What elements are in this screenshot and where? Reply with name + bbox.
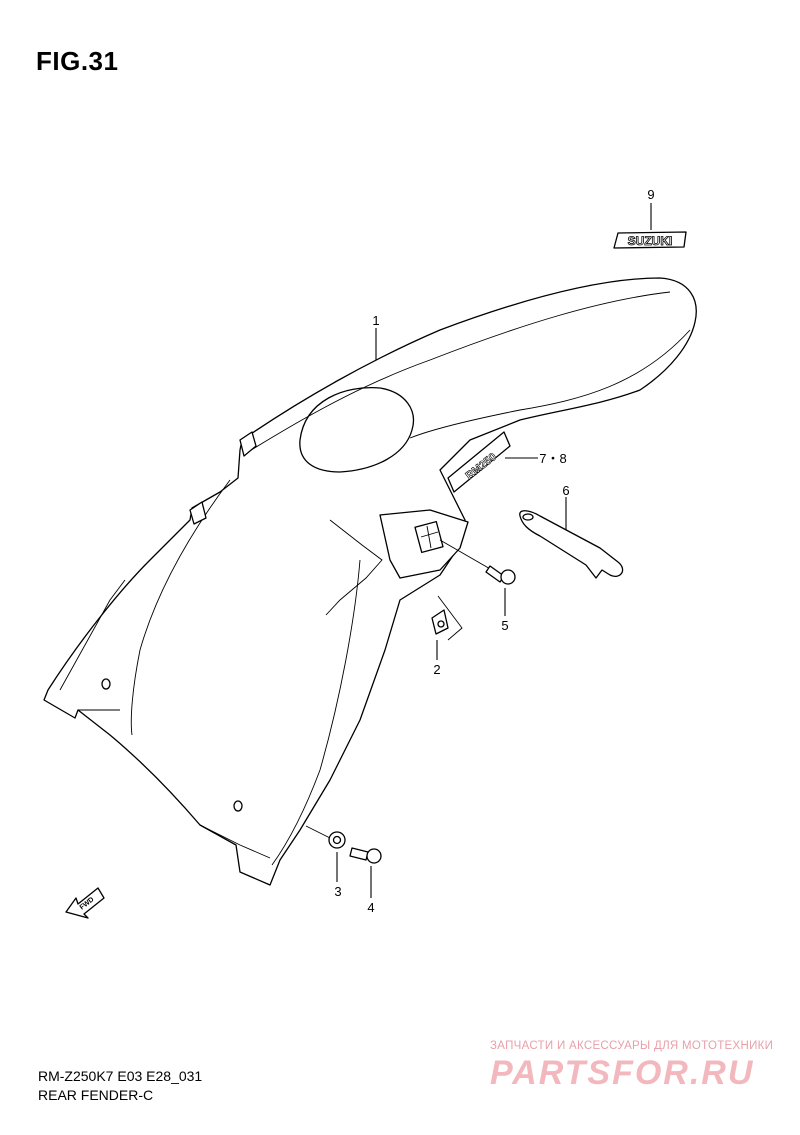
part-group-name: REAR FENDER-C — [38, 1087, 154, 1103]
mounting-strap — [519, 497, 624, 579]
bolt-5 — [439, 539, 516, 616]
model-code: RM-Z250K7 E03 E28_031 — [38, 1068, 203, 1084]
callout-2: 2 — [433, 662, 440, 677]
watermark-tagline: ЗАПЧАСТИ И АКСЕССУАРЫ ДЛЯ МОТОТЕХНИКИ — [490, 1040, 774, 1052]
emblem-text: SUZUKI — [628, 234, 673, 248]
callout-1: 1 — [372, 313, 379, 328]
suzuki-emblem: SUZUKI — [613, 203, 687, 249]
bolt-4 — [349, 847, 382, 898]
callout-6: 6 — [562, 483, 569, 498]
callout-7-8: 7・8 — [539, 451, 566, 466]
callout-3: 3 — [334, 884, 341, 899]
rear-fender — [43, 277, 697, 886]
clip-nut — [431, 595, 463, 660]
callout-9: 9 — [647, 187, 654, 202]
callout-4: 4 — [367, 900, 374, 915]
callout-5: 5 — [501, 618, 508, 633]
watermark-brand: PARTSFOR.RU — [490, 1054, 755, 1092]
forward-arrow-icon: FWD — [65, 887, 105, 919]
figure-title: FIG.31 — [36, 46, 119, 76]
collar-3 — [305, 825, 346, 882]
